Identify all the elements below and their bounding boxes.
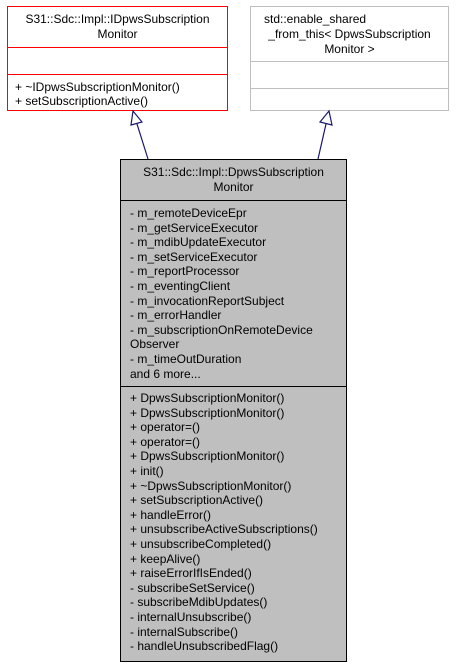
attributes-section [251,62,448,89]
method-item: + unsubscribeCompleted() [130,537,272,551]
class-name-section: S31::Sdc::Impl::IDpwsSubscription Monito… [8,7,227,48]
attribute-item: - m_getServiceExecutor [130,220,259,235]
method-item: - handleUnsubscribedFlag() [130,639,279,654]
method-item: - internalSubscribe() [130,624,239,639]
inheritance-arrow-iface [130,109,149,160]
attribute-item: - m_subscriptionOnRemoteDevice [130,322,313,337]
attributes-section: - m_remoteDeviceEpr - m_getServiceExecut… [121,201,346,387]
method-item: + setSubscriptionActive() [15,94,149,108]
class-name-line-3: Monitor > [324,42,375,56]
attribute-item: - m_errorHandler [130,308,222,323]
methods-section: + ~IDpwsSubscriptionMonitor() + setSubsc… [8,75,227,110]
class-name-section: S31::Sdc::Impl::DpwsSubscription Monitor [121,160,346,201]
class-box-enable-shared-from-this[interactable]: std::enable_shared _from_this< DpwsSubsc… [250,6,449,111]
methods-section: + DpwsSubscriptionMonitor() + DpwsSubscr… [121,387,346,661]
method-item: + raiseErrorIfIsEnded() [130,566,252,581]
class-name-line-2: Monitor [213,180,254,194]
method-item: - subscribeSetService() [130,580,255,595]
attribute-item: - m_setServiceExecutor [130,249,258,264]
attribute-item: - m_invocationReportSubject [130,293,285,308]
method-item: + init() [130,464,164,478]
attribute-item: - m_timeOutDuration [130,352,242,366]
method-item: + unsubscribeActiveSubscriptions() [130,522,318,537]
method-item: - internalUnsubscribe() [130,610,252,624]
attribute-more-link[interactable]: and 6 more... [130,366,201,381]
method-item: + handleError() [130,507,212,522]
class-name-line-1: S31::Sdc::Impl::DpwsSubscription [143,165,324,179]
class-box-idpws-subscription-monitor[interactable]: S31::Sdc::Impl::IDpwsSubscription Monito… [7,6,228,111]
attributes-section [8,48,227,75]
method-item: + ~DpwsSubscriptionMonitor() [130,478,292,493]
attribute-item-continuation: Observer [130,337,180,352]
method-item: + ~IDpwsSubscriptionMonitor() [15,80,180,94]
method-item: + DpwsSubscriptionMonitor() [130,405,285,420]
class-name-line-2: Monitor [97,27,138,41]
attribute-item: - m_mdibUpdateExecutor [130,235,267,250]
attribute-item: - m_reportProcessor [130,264,240,279]
attribute-item: - m_eventingClient [130,279,231,293]
method-item: + operator=() [130,420,201,435]
class-name-line-1: S31::Sdc::Impl::IDpwsSubscription [25,12,210,26]
inheritance-arrow-base [317,109,333,160]
method-item: + keepAlive() [130,551,201,566]
class-name-line-1: std::enable_shared [264,12,367,26]
method-item: + DpwsSubscriptionMonitor() [130,391,285,405]
class-name-section: std::enable_shared _from_this< DpwsSubsc… [251,7,448,62]
class-name-line-2: _from_this< DpwsSubscription [268,27,431,41]
class-box-dpws-subscription-monitor[interactable]: S31::Sdc::Impl::DpwsSubscription Monitor… [120,159,347,662]
method-item: + setSubscriptionActive() [130,493,264,508]
method-item: + operator=() [130,434,201,449]
method-item: - subscribeMdibUpdates() [130,595,268,610]
method-item: + DpwsSubscriptionMonitor() [130,449,285,464]
attribute-item: - m_remoteDeviceEpr [130,206,247,220]
